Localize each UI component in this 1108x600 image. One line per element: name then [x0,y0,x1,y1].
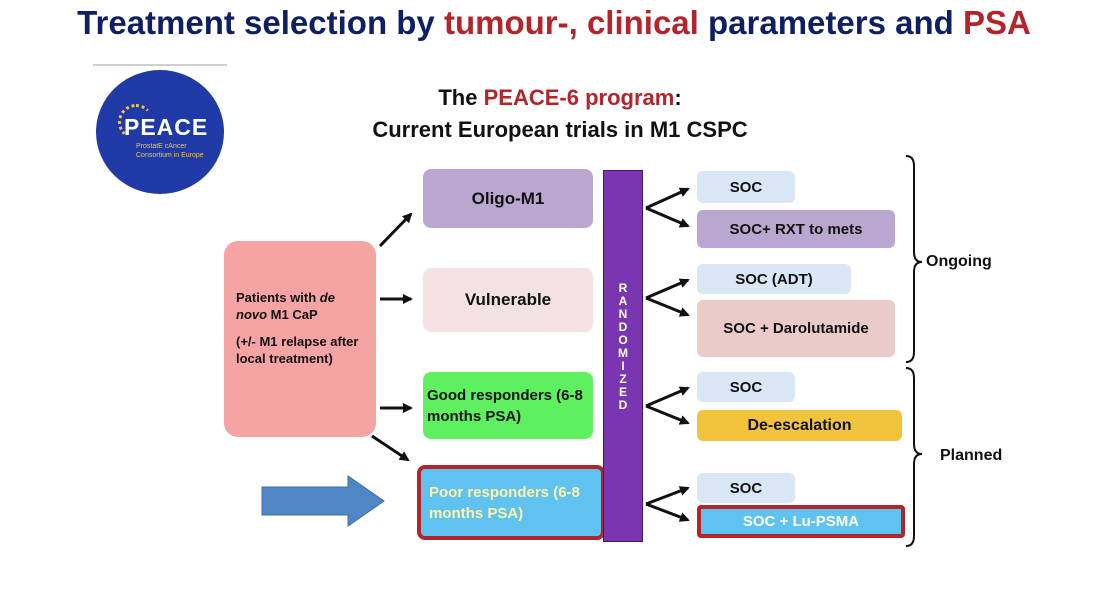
diagram-title-colon: : [674,85,682,110]
logo-dots-icon [118,104,154,140]
group-oligo: Oligo-M1 [423,169,593,228]
diagram-title-the: The [438,85,484,110]
arm-soc-rxt: SOC+ RXT to mets [697,210,895,248]
arrow-to-lu [645,502,690,522]
diagram-title: The PEACE-6 program: Current European tr… [280,82,840,146]
title-text-2: tumour-, clinical [443,4,699,41]
arm-de-escalation: De-escalation [697,410,902,441]
randomized-letter: D [618,398,628,412]
patients-text-a: Patients with [236,290,320,305]
randomized-letter: I [621,359,625,373]
logo-subtitle: ProstatE cAncer Consortium in Europe [136,142,204,160]
group-vulnerable: Vulnerable [423,268,593,332]
planned-bracket [905,367,923,547]
patients-text-denovo: de novo [236,290,335,322]
randomized-letter: O [618,333,628,347]
logo-subtitle-line1: ProstatE cAncer [136,143,187,150]
arrow-to-oligo [378,212,413,248]
arrow-to-adt [645,278,690,300]
ongoing-bracket [905,155,923,363]
diagram-title-program: PEACE-6 program [483,85,675,110]
randomized-letter: D [618,320,628,334]
status-ongoing: Ongoing [926,253,992,270]
arrow-to-daro [645,296,690,317]
randomized-letter: A [618,294,628,308]
arm-soc-oligo: SOC [697,171,795,203]
title-text-1: Treatment selection by [77,4,444,41]
peace-logo: PEACE ProstatE cAncer Consortium in Euro… [96,70,224,194]
randomized-letter: R [618,281,628,295]
arrow-to-poor [371,434,410,462]
randomized-letter: Z [619,372,627,386]
arm-soc-lu-psma: SOC + Lu-PSMA [697,505,905,538]
logo-name: PEACE [124,114,209,140]
status-planned: Planned [940,447,1003,464]
slide-title: Treatment selection by tumour-, clinical… [0,4,1108,42]
patients-line2: (+/- M1 relapse after local treatment) [236,334,359,366]
randomized-letter: E [618,385,627,399]
arrow-to-deesc [645,404,690,425]
arrow-to-rxt [645,206,690,228]
arrow-to-soc4 [645,486,690,506]
patients-line1: Patients with de novo M1 CaP [236,289,368,323]
randomized-letter: M [618,346,628,360]
logo-subtitle-line2: Consortium in Europe [136,152,204,159]
patients-box: Patients with de novo M1 CaP (+/- M1 rel… [224,241,376,437]
title-text-3: parameters and [698,4,963,41]
diagram-title-line1: The PEACE-6 program: [280,82,840,114]
divider-line [93,64,227,66]
arrow-to-soc3 [645,386,690,408]
arm-soc-adt: SOC (ADT) [697,264,851,294]
arm-soc-darolutamide: SOC + Darolutamide [697,300,895,357]
randomized-bar [603,170,643,542]
group-poor-responders: Poor responders (6-8 months PSA) [417,465,605,540]
title-text-4: PSA [962,4,1031,41]
arm-soc-poor: SOC [697,473,795,503]
arm-soc-good: SOC [697,372,795,402]
pointer-arrow-icon [261,475,385,527]
arrow-to-soc1 [645,187,690,210]
randomized-letter: N [618,307,628,321]
patients-text-c: M1 CaP [267,307,318,322]
diagram-title-line2: Current European trials in M1 CSPC [372,117,748,142]
group-good-responders: Good responders (6-8 months PSA) [423,372,593,439]
